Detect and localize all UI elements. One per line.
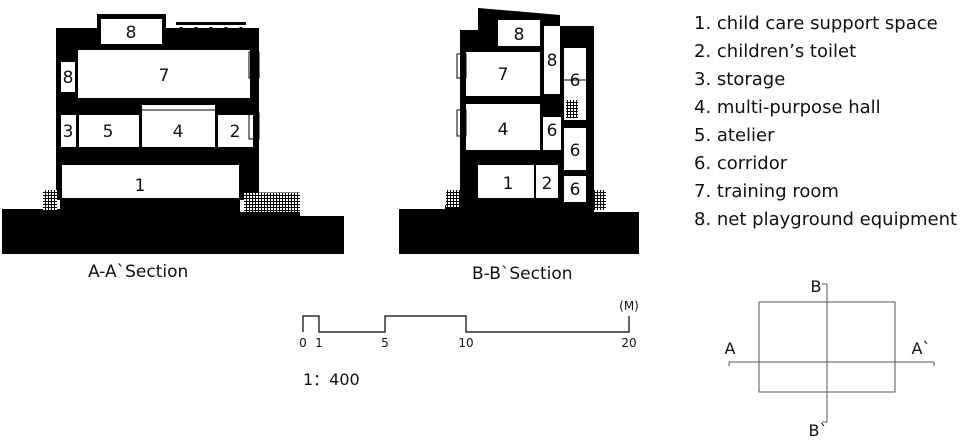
aa-label-8-side: 8 xyxy=(63,68,74,88)
scale-bar-line xyxy=(302,315,630,333)
bb-label-6a: 6 xyxy=(570,71,581,91)
aa-room-3 xyxy=(61,115,76,147)
key-label-a-right: A` xyxy=(912,339,931,358)
aa-label-1: 1 xyxy=(135,176,146,196)
aa-label-3: 3 xyxy=(63,122,74,142)
section-bb-caption: B-B`Section xyxy=(472,264,573,284)
scale-unit: (M) xyxy=(619,299,639,313)
bb-room-7 xyxy=(466,52,540,96)
aa-label-4: 4 xyxy=(173,122,184,142)
legend-item: 8. net playground equipment xyxy=(694,209,958,230)
scale-tick-5: 5 xyxy=(381,336,389,350)
bb-room-8-side xyxy=(544,26,560,94)
legend-item: 1. child care support space xyxy=(694,13,938,34)
bb-label-4: 4 xyxy=(498,120,509,140)
aa-room-5 xyxy=(79,115,139,147)
aa-room-8-side xyxy=(61,62,75,92)
aa-ground xyxy=(2,200,344,254)
aa-label-5: 5 xyxy=(103,122,114,142)
scale-ratio: 1：400 xyxy=(303,370,360,389)
aa-roof-equipment xyxy=(176,22,246,33)
bb-label-8-side: 8 xyxy=(547,51,558,71)
bb-label-2: 2 xyxy=(542,174,553,194)
aa-room-7 xyxy=(78,50,250,98)
room-legend: 1. child care support space 2. children’… xyxy=(694,10,957,234)
key-plan: B B` A A` xyxy=(725,277,935,440)
aa-label-8-top: 8 xyxy=(126,23,137,43)
scale-bar: (M) 0 1 5 10 20 1：400 xyxy=(299,299,639,389)
legend-item: 7. training room xyxy=(694,181,839,202)
scale-tick-10: 10 xyxy=(458,336,473,350)
aa-room-1 xyxy=(62,165,239,198)
scale-tick-0: 0 xyxy=(299,336,307,350)
bb-label-8-top: 8 xyxy=(514,25,525,45)
legend-item: 5. atelier xyxy=(694,125,775,146)
legend-item: 4. multi-purpose hall xyxy=(694,97,881,118)
bb-railings xyxy=(446,100,606,210)
bb-label-1: 1 xyxy=(503,174,514,194)
bb-label-6d: 6 xyxy=(570,180,581,200)
key-label-b-bottom: B` xyxy=(809,421,828,440)
section-aa: 8 8 7 3 5 4 2 1 xyxy=(2,14,344,254)
bb-room-1 xyxy=(478,165,534,198)
section-bb: 8 8 7 6 4 6 6 1 2 6 xyxy=(399,8,639,254)
aa-room-4 xyxy=(142,105,215,147)
bb-label-6b: 6 xyxy=(547,121,558,141)
scale-tick-1: 1 xyxy=(315,336,323,350)
bb-room-6d xyxy=(564,176,586,202)
bb-room-8-top xyxy=(498,20,540,46)
legend-item: 3. storage xyxy=(694,69,786,90)
section-aa-caption: A-A`Section xyxy=(88,262,189,282)
bb-label-6c: 6 xyxy=(570,141,581,161)
legend-item: 6. corridor xyxy=(694,153,788,174)
aa-room-2 xyxy=(218,115,253,147)
bb-room-4 xyxy=(466,104,540,150)
key-label-b-top: B xyxy=(811,277,822,296)
aa-label-2: 2 xyxy=(230,122,241,142)
legend-item: 2. children’s toilet xyxy=(694,41,857,62)
key-label-a-left: A xyxy=(725,339,736,358)
aa-label-7: 7 xyxy=(159,66,170,86)
bb-room-6c xyxy=(564,128,586,170)
bb-label-7: 7 xyxy=(498,65,509,85)
bb-room-2 xyxy=(536,165,558,198)
aa-railings xyxy=(43,190,300,212)
bb-room-6b xyxy=(543,117,561,150)
aa-room-8-top xyxy=(101,19,162,44)
scale-tick-20: 20 xyxy=(621,336,636,350)
bb-ground xyxy=(399,200,639,254)
bb-windows xyxy=(456,53,586,137)
